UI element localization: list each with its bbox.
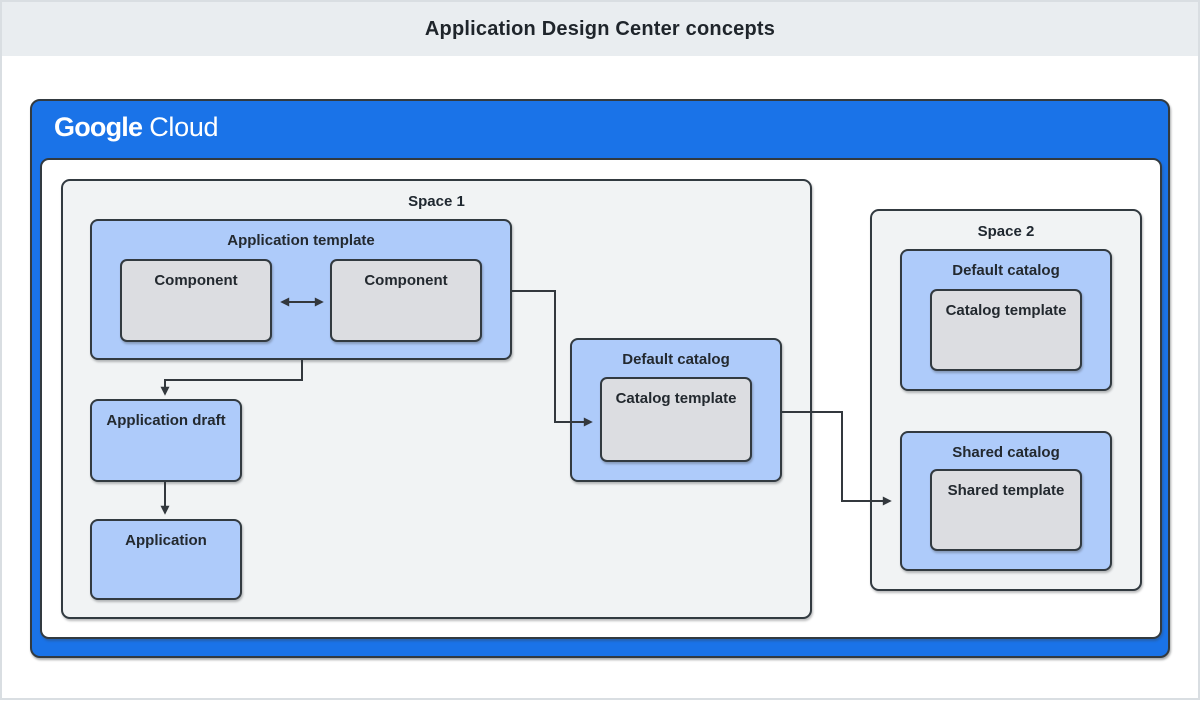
application-template-label: Application template (227, 232, 375, 249)
application-label: Application (125, 532, 207, 549)
application-draft-label: Application draft (106, 412, 226, 429)
cloud-wordmark: Cloud (149, 112, 219, 142)
shared-template-box: Shared template (930, 469, 1082, 551)
application-draft-box: Application draft (90, 399, 242, 482)
title-banner: Application Design Center concepts (2, 2, 1198, 56)
shared-template-label: Shared template (947, 482, 1065, 499)
catalog-template-space2-label: Catalog template (945, 302, 1067, 319)
application-box: Application (90, 519, 242, 600)
space-1-label: Space 1 (408, 193, 465, 210)
component-1-label: Component (154, 272, 238, 289)
space-2-label: Space 2 (977, 223, 1035, 240)
catalog-template-space1-label: Catalog template (615, 390, 737, 407)
component-box-2: Component (330, 259, 482, 342)
component-box-1: Component (120, 259, 272, 342)
default-catalog-space1-label: Default catalog (622, 351, 730, 368)
catalog-template-space2-box: Catalog template (930, 289, 1082, 371)
shared-catalog-label: Shared catalog (952, 444, 1060, 461)
google-wordmark: Google (54, 112, 143, 142)
default-catalog-space2-label: Default catalog (952, 262, 1060, 279)
catalog-template-space1-box: Catalog template (600, 377, 752, 462)
component-2-label: Component (364, 272, 448, 289)
page-title: Application Design Center concepts (424, 17, 776, 40)
